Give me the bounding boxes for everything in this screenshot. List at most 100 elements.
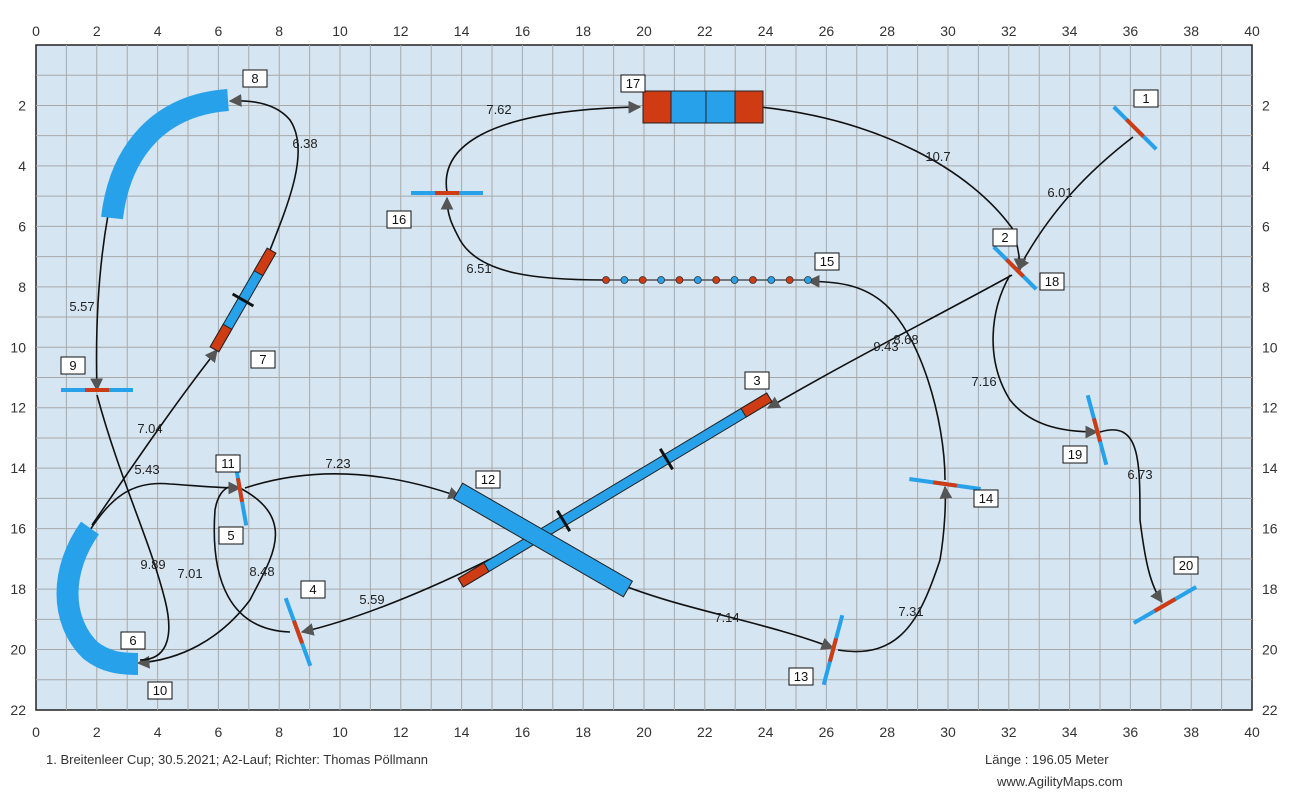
- svg-text:17: 17: [626, 76, 640, 91]
- x-tick-label: 28: [879, 23, 895, 39]
- num-15: 15: [814, 252, 840, 271]
- x-tick-label: 8: [275, 23, 283, 39]
- x-tick-label: 0: [32, 724, 40, 740]
- svg-text:12: 12: [481, 472, 495, 487]
- dist-9-10: 9.89: [140, 557, 165, 572]
- weave-pole: [804, 276, 812, 284]
- svg-text:10: 10: [153, 683, 167, 698]
- path-17-18: [759, 106, 1027, 272]
- svg-text:7: 7: [259, 352, 266, 367]
- svg-text:5: 5: [227, 528, 234, 543]
- y-tick-label: 4: [18, 158, 26, 174]
- dist-8-9: 5.57: [69, 299, 94, 314]
- y-tick-label: 18: [10, 581, 26, 597]
- weave-pole: [767, 276, 776, 284]
- x-tick-label: 8: [275, 724, 283, 740]
- x-tick-label: 4: [154, 724, 162, 740]
- num-1: 1: [1133, 89, 1159, 108]
- obstacle-6-tunnel: [56, 521, 139, 675]
- x-tick-label: 20: [636, 23, 652, 39]
- grid: [36, 45, 1252, 710]
- course-length: Länge : 196.05 Meter: [985, 752, 1109, 767]
- dist-19-20: 6.73: [1127, 467, 1152, 482]
- weave-pole: [602, 276, 610, 284]
- obstacle-14-jump: [909, 477, 981, 491]
- weave-pole: [712, 276, 721, 284]
- svg-text:19: 19: [1068, 447, 1082, 462]
- dist-11-12: 7.23: [325, 456, 350, 471]
- y-tick-label: 4: [1262, 158, 1270, 174]
- y-tick-label: 12: [1262, 400, 1278, 416]
- website-link[interactable]: www.AgilityMaps.com: [997, 774, 1123, 789]
- x-tick-label: 10: [332, 23, 348, 39]
- path-9-10: [96, 394, 170, 661]
- y-tick-label: 6: [1262, 218, 1270, 234]
- x-tick-label: 4: [154, 23, 162, 39]
- path-2-3: [766, 274, 1013, 409]
- obstacle-numbers: 1 2 3 4 5 6 7 8 9 10 11 12 13 14 15 16 1…: [60, 69, 1199, 700]
- obstacle-1-jump: [1112, 105, 1158, 151]
- dist-13-14: 7.31: [898, 604, 923, 619]
- path-19-20: [1099, 429, 1163, 604]
- svg-text:6: 6: [129, 633, 136, 648]
- y-tick-label: 6: [18, 218, 26, 234]
- x-tick-label: 22: [697, 724, 713, 740]
- y-tick-label: 14: [1262, 460, 1278, 476]
- obstacles: [56, 89, 1198, 686]
- svg-text:18: 18: [1045, 274, 1059, 289]
- x-tick-label: 10: [332, 724, 348, 740]
- y-tick-label: 22: [1262, 702, 1278, 718]
- x-tick-label: 18: [575, 23, 591, 39]
- path-8-9: [90, 214, 109, 392]
- num-3: 3: [744, 371, 770, 390]
- path-12-13: [609, 579, 835, 650]
- x-tick-label: 20: [636, 724, 652, 740]
- x-tick-label: 32: [1001, 724, 1017, 740]
- dist-12-13: 7.14: [714, 610, 739, 625]
- axis-ticks: 0022446688101012121414161618182020222224…: [10, 23, 1277, 740]
- svg-text:2: 2: [1001, 230, 1008, 245]
- obstacle-17-table: [642, 90, 764, 124]
- x-tick-label: 32: [1001, 23, 1017, 39]
- path-15-16: [440, 196, 606, 281]
- weave-pole: [785, 276, 794, 284]
- x-tick-label: 6: [215, 23, 223, 39]
- dist-14-15: 8.68: [893, 332, 918, 347]
- dist-2-3: 9.43: [873, 339, 898, 354]
- y-tick-label: 18: [1262, 581, 1278, 597]
- y-tick-label: 14: [10, 460, 26, 476]
- x-tick-label: 26: [819, 23, 835, 39]
- path-18-19: [992, 274, 1099, 439]
- x-tick-label: 14: [454, 23, 470, 39]
- x-tick-label: 2: [93, 724, 101, 740]
- obstacle-13-jump: [821, 614, 845, 686]
- x-tick-label: 34: [1062, 724, 1078, 740]
- x-tick-label: 22: [697, 23, 713, 39]
- num-11: 11: [215, 454, 241, 473]
- num-12: 12: [475, 470, 501, 489]
- svg-text:9: 9: [69, 358, 76, 373]
- x-tick-label: 24: [758, 724, 774, 740]
- svg-text:1: 1: [1142, 91, 1149, 106]
- path-10-11: [89, 481, 242, 531]
- path-11-12: [244, 472, 462, 500]
- num-7: 7: [250, 350, 276, 369]
- num-17: 17: [620, 74, 646, 93]
- y-tick-label: 10: [10, 339, 26, 355]
- x-tick-label: 26: [819, 724, 835, 740]
- x-tick-label: 18: [575, 724, 591, 740]
- dist-6-7: 7.04: [137, 421, 162, 436]
- dist-16-17: 7.62: [486, 102, 511, 117]
- path-1-2: [1017, 136, 1134, 272]
- y-tick-label: 20: [1262, 642, 1278, 658]
- y-tick-label: 8: [18, 279, 26, 295]
- x-tick-label: 16: [515, 23, 531, 39]
- path-6-7: [91, 348, 218, 526]
- dist-18-19: 7.16: [971, 374, 996, 389]
- course-path: [89, 94, 1163, 669]
- obstacle-12-tunnel: [452, 482, 634, 598]
- weave-pole: [638, 276, 647, 284]
- x-tick-label: 36: [1123, 724, 1139, 740]
- x-tick-label: 6: [215, 724, 223, 740]
